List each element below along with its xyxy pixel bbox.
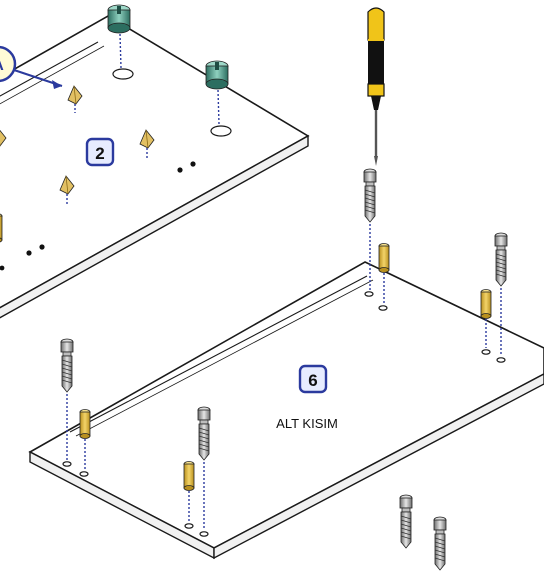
callout-part-2-number: 2 bbox=[95, 144, 104, 163]
screwdriver-icon bbox=[367, 7, 385, 166]
top-panel-holes bbox=[112, 68, 232, 137]
dowel-left bbox=[79, 409, 91, 470]
detail-marker-letter: A bbox=[0, 57, 4, 74]
bottom-panel-holes bbox=[62, 291, 506, 537]
top-panel-dots bbox=[0, 161, 196, 271]
dowel-front bbox=[183, 461, 195, 522]
callout-part-6: 6 bbox=[298, 364, 328, 394]
screw-front bbox=[197, 406, 211, 530]
callout-part-6-number: 6 bbox=[308, 371, 317, 390]
screw-top-center bbox=[363, 168, 377, 290]
screw-left bbox=[60, 338, 74, 460]
bottom-panel-caption: ALT KISIM bbox=[276, 416, 338, 431]
screw-right bbox=[494, 232, 508, 356]
wedge-connector bbox=[59, 175, 75, 206]
cam-lock-right bbox=[205, 60, 229, 125]
wedge-connector bbox=[139, 129, 155, 158]
dowel-partial bbox=[0, 213, 3, 243]
dowel-top-center bbox=[378, 243, 390, 304]
wedge-connector bbox=[67, 85, 83, 113]
cam-lock-left bbox=[107, 4, 131, 69]
dowel-right bbox=[480, 289, 492, 348]
bottom-panel bbox=[28, 261, 544, 560]
spare-screw bbox=[399, 494, 413, 549]
callout-part-2: 2 bbox=[85, 137, 115, 167]
spare-screw bbox=[433, 516, 447, 571]
top-panel bbox=[0, 15, 310, 319]
detail-marker: A bbox=[0, 45, 63, 89]
